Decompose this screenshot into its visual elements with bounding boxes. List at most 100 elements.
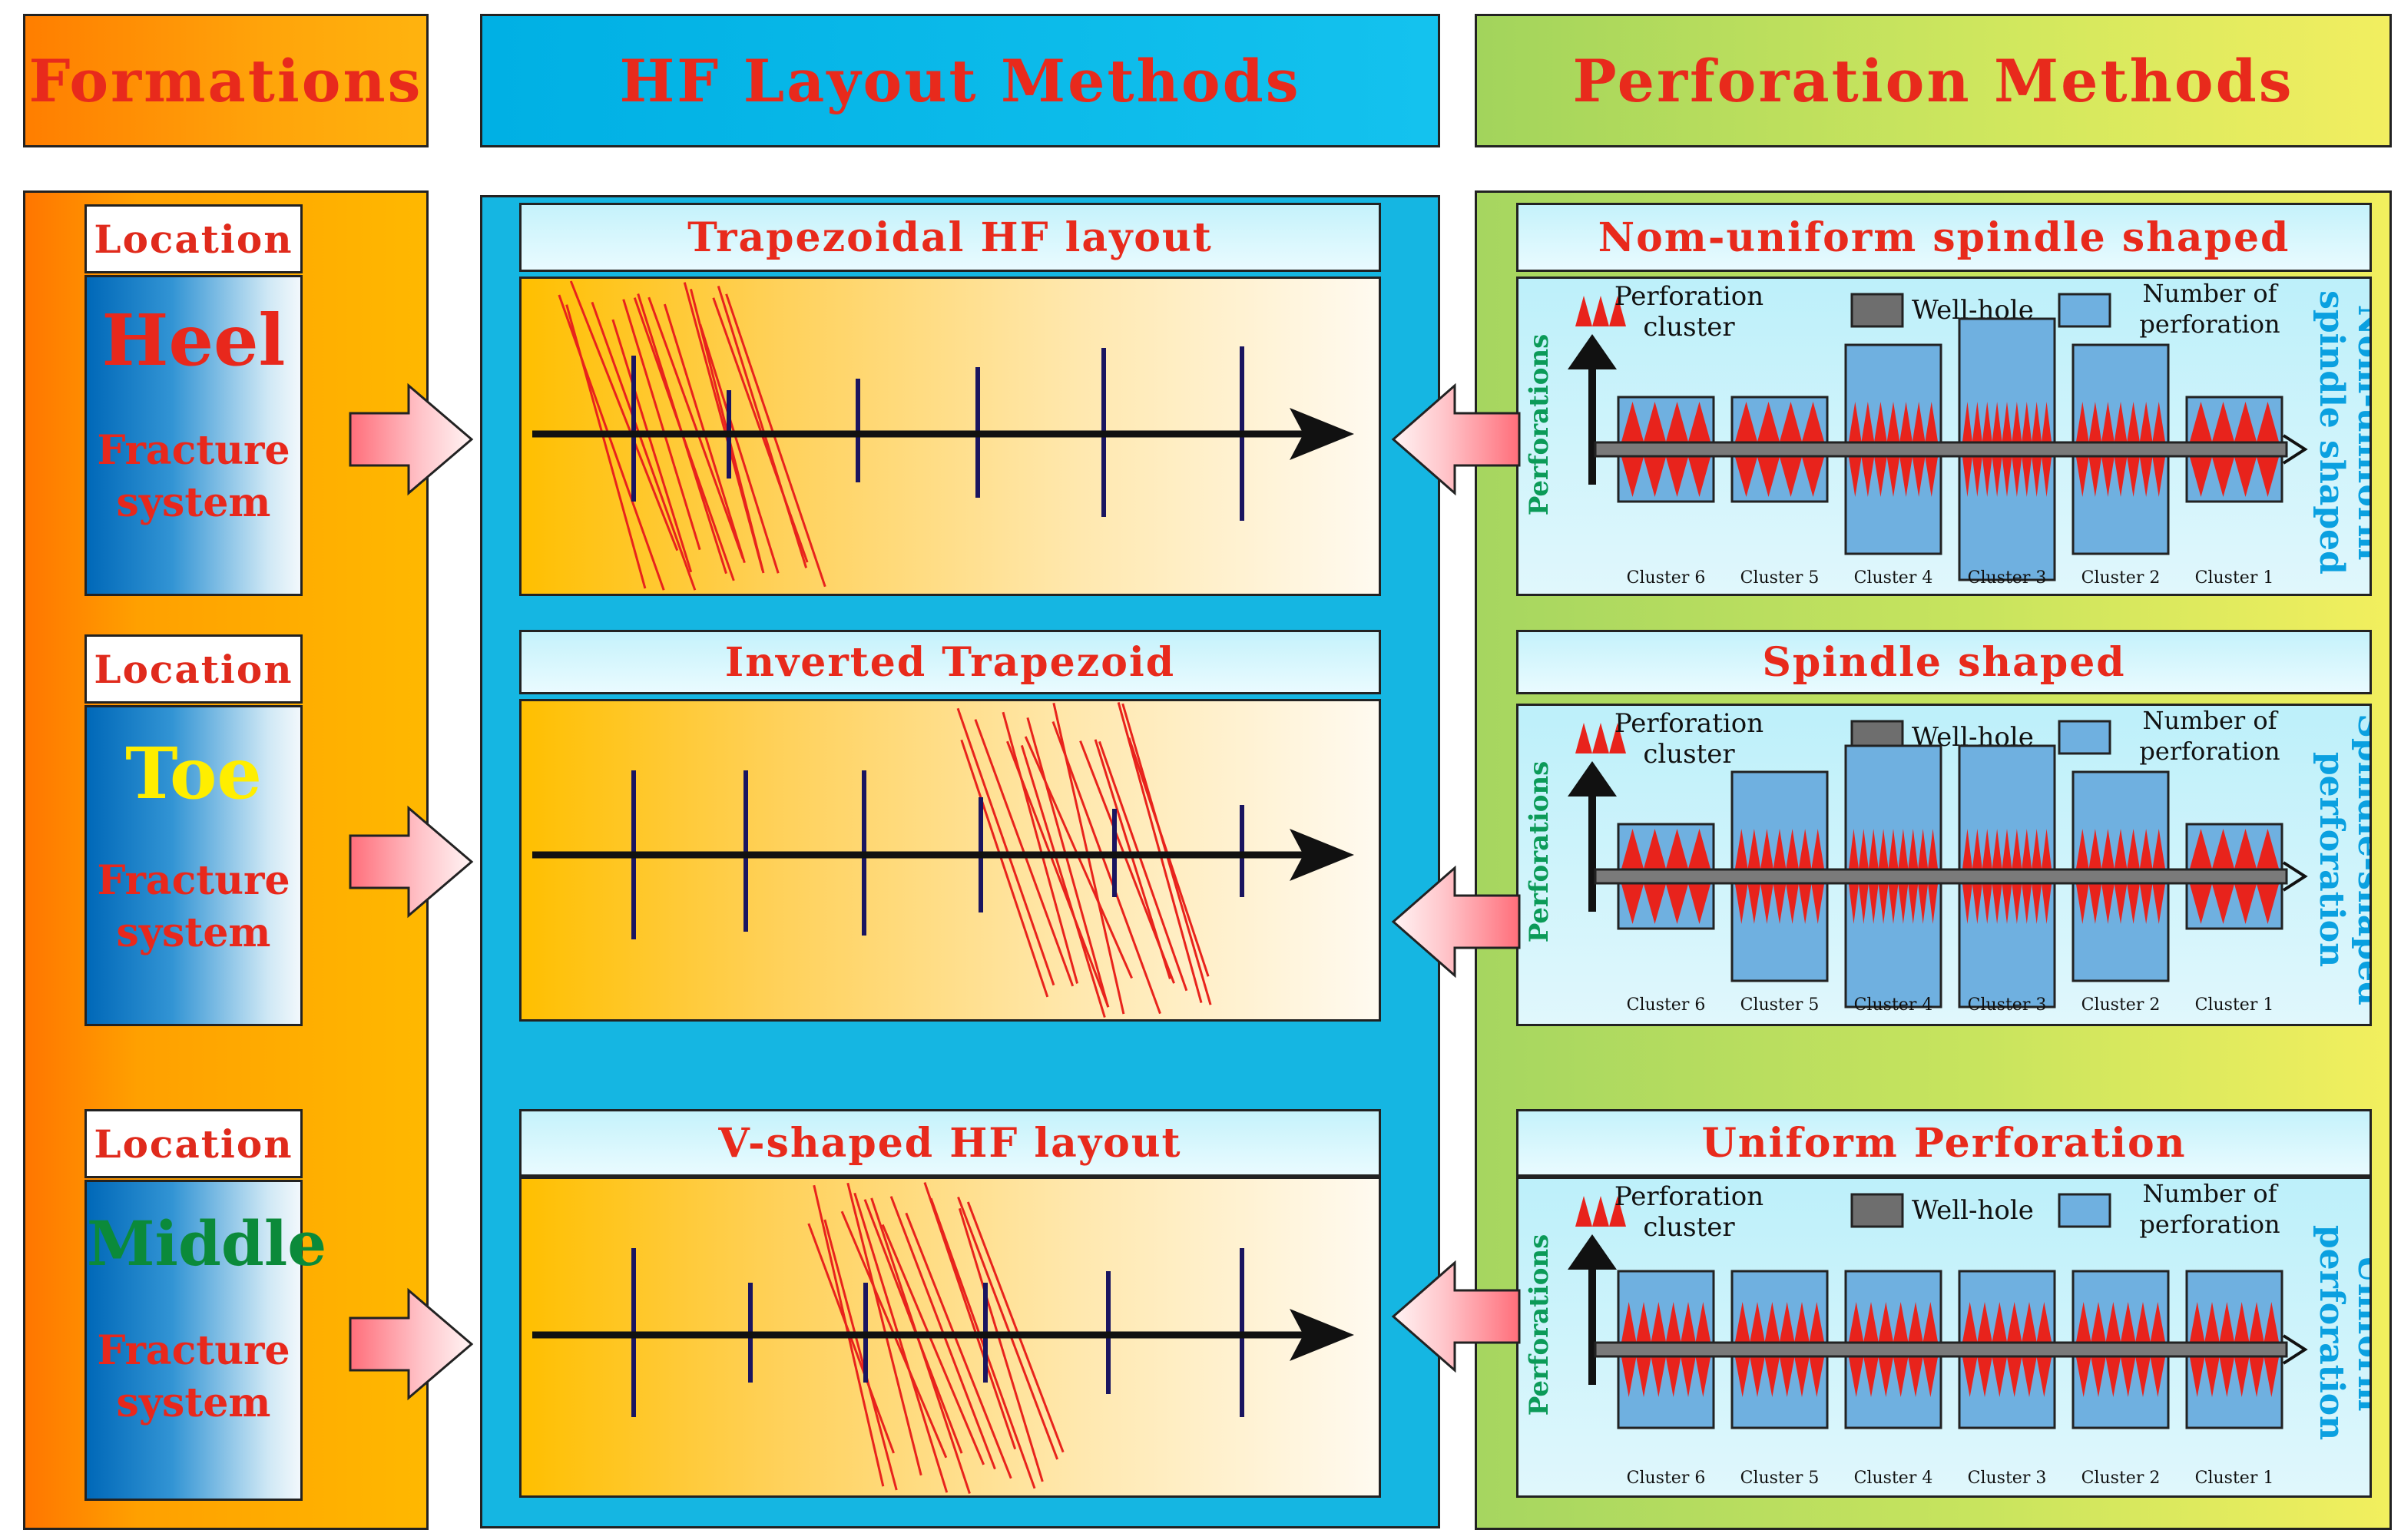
perforation-title-nonuniform: Nom-uniform spindle shaped — [1516, 203, 2372, 272]
perforation-spike — [2076, 1357, 2091, 1397]
perforation-spike — [2257, 457, 2279, 497]
perforation-spike — [1888, 884, 1899, 924]
fracture-lines — [558, 280, 826, 591]
fracture-line — [569, 280, 679, 551]
side-label: Spindle-shaped — [2350, 714, 2370, 1005]
legend-number-text: perforation — [2139, 1210, 2280, 1239]
perforation-spike — [2002, 402, 2012, 442]
perforation-spike — [1878, 884, 1889, 924]
perforation-spike — [2114, 402, 2128, 442]
fracture-line — [1002, 711, 1079, 984]
fracture-line — [591, 301, 697, 591]
perforation-spike — [1893, 1302, 1909, 1342]
perforation-spike — [1621, 457, 1644, 497]
fracture-line — [863, 1199, 963, 1454]
perforations-axis-label: Perforations — [1524, 761, 1555, 943]
perforation-spike — [2152, 884, 2165, 924]
fracture-line — [929, 1197, 1036, 1489]
fracture-line — [1098, 740, 1188, 992]
perforation-spike — [2076, 829, 2089, 869]
number-of-perforation-legend-icon — [2058, 720, 2111, 755]
perforation-spike — [2135, 1302, 2151, 1342]
perforation-spike — [2234, 1357, 2250, 1397]
perforation-spike — [1773, 884, 1787, 924]
axis-up-arrow-icon — [1568, 761, 1617, 796]
fracture-line — [1052, 702, 1125, 1015]
cluster-label: Cluster 1 — [2195, 995, 2274, 1015]
fracture-line — [1020, 744, 1106, 1018]
fracture-line — [905, 1212, 1012, 1479]
perforation-spike — [1918, 829, 1929, 869]
perforation-spike — [2204, 1357, 2220, 1397]
perforation-cluster-legend-icon — [1575, 1196, 1592, 1227]
perforation-spike — [1962, 884, 1972, 924]
perforation-spike — [2036, 1357, 2052, 1397]
wellhole-tube — [1594, 1341, 2288, 1358]
wellhole-legend-icon — [1850, 1193, 1904, 1228]
legend-number-text: Number of — [2143, 1179, 2279, 1208]
fracture-line — [1094, 739, 1171, 979]
perforation-spike — [1874, 402, 1887, 442]
perforation-cluster-legend-icon — [1592, 723, 1609, 753]
perforation-spike — [1780, 457, 1802, 497]
perforation-spike — [1922, 1357, 1938, 1397]
location-box-middle: Middle Fracture system — [84, 1180, 326, 1501]
perforation-spike — [1868, 884, 1879, 924]
perforation-spike — [2101, 457, 2115, 497]
legend-number-text: Number of — [2143, 279, 2279, 308]
perforation-spike — [1849, 402, 1862, 442]
perforation-spike — [2012, 402, 2022, 442]
perforation-spike — [2190, 402, 2212, 442]
fracture-line — [1051, 720, 1161, 1015]
perforation-title-text: Nom-uniform spindle shaped — [1598, 214, 2290, 261]
fracture-line — [846, 1182, 922, 1476]
legend-cluster-text: Perforation — [1614, 281, 1763, 312]
perforation-methods-header-text: Perforation Methods — [1572, 46, 2294, 115]
perforation-spike — [2190, 457, 2212, 497]
perforation-cluster-legend-icon — [1575, 296, 1592, 326]
perforation-spike — [1644, 884, 1666, 924]
cluster-label: Cluster 4 — [1854, 995, 1933, 1015]
perforation-spike — [2002, 829, 2012, 869]
perforation-spike — [1802, 457, 1824, 497]
perforation-spike — [2022, 457, 2032, 497]
perforation-spike — [1962, 1302, 1978, 1342]
location-label-heel: Location — [84, 204, 303, 273]
perforation-spike — [2152, 829, 2165, 869]
perforation-spike — [2139, 402, 2153, 442]
perforation-spike — [1908, 1302, 1923, 1342]
perforation-spike — [1666, 884, 1688, 924]
perforation-spike — [1688, 457, 1711, 497]
perforation-spike — [2249, 1302, 2264, 1342]
location-name: Heel — [101, 299, 286, 382]
perforation-spike — [2234, 829, 2257, 869]
perforation-spike — [1735, 1302, 1750, 1342]
perforation-spike — [2101, 402, 2115, 442]
perforation-spike — [1773, 829, 1787, 869]
perforation-spike — [2042, 402, 2052, 442]
perforation-spike — [1863, 1302, 1879, 1342]
legend-number-text: perforation — [2139, 310, 2280, 339]
system-text: system — [116, 909, 271, 956]
wellbore-arrowhead-icon — [1290, 408, 1354, 460]
perforation-spike — [1899, 402, 1913, 442]
perforations-axis-label: Perforations — [1524, 334, 1555, 516]
perforation-spike — [1802, 402, 1824, 442]
perforation-spike — [1760, 829, 1773, 869]
perforation-spike — [2150, 1302, 2165, 1342]
cluster-label: Cluster 5 — [1740, 995, 1820, 1015]
perforation-spike — [1786, 884, 1799, 924]
perforation-spike — [1735, 457, 1757, 497]
perforation-cluster-legend-icon — [1609, 723, 1626, 753]
perforation-spike — [2002, 884, 2012, 924]
perforation-spike — [1695, 1357, 1711, 1397]
perforation-spike — [2012, 457, 2022, 497]
perforation-spike — [2088, 402, 2102, 442]
cluster-label: Cluster 3 — [1968, 995, 2047, 1015]
perforation-spike — [2022, 1357, 2037, 1397]
perforation-spike — [1636, 1357, 1651, 1397]
perforation-spike — [2139, 884, 2153, 924]
perforation-spike — [1644, 829, 1666, 869]
